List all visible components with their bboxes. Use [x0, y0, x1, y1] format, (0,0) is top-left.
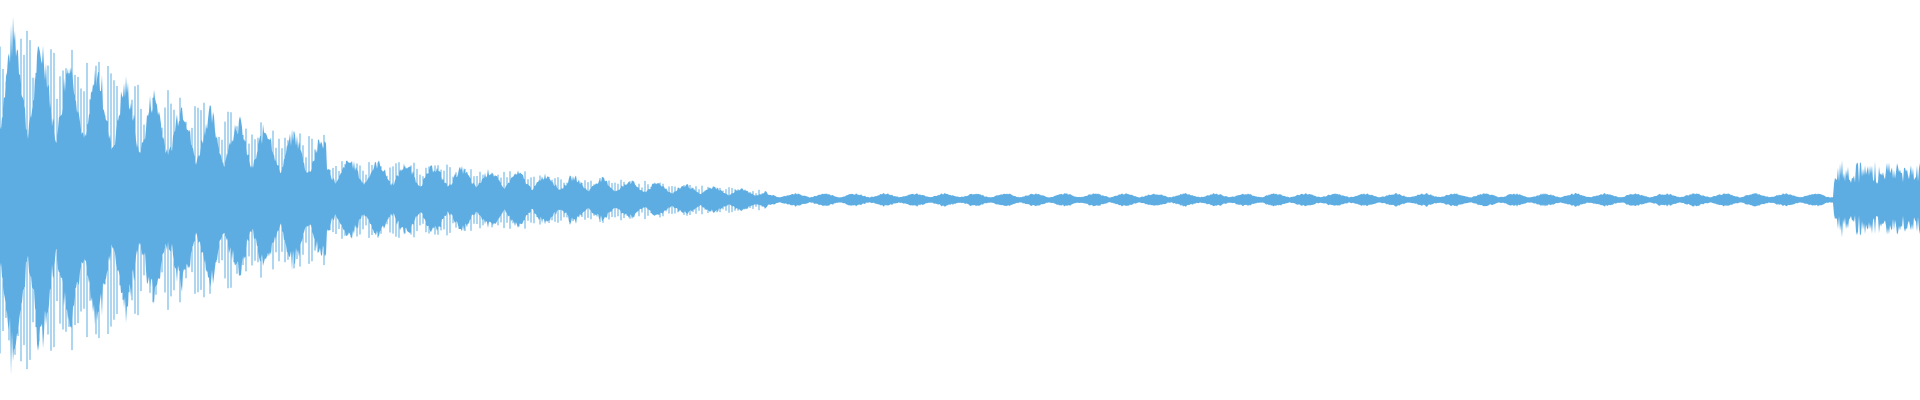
waveform-view [0, 16, 1920, 376]
audio-waveform [0, 16, 1920, 376]
